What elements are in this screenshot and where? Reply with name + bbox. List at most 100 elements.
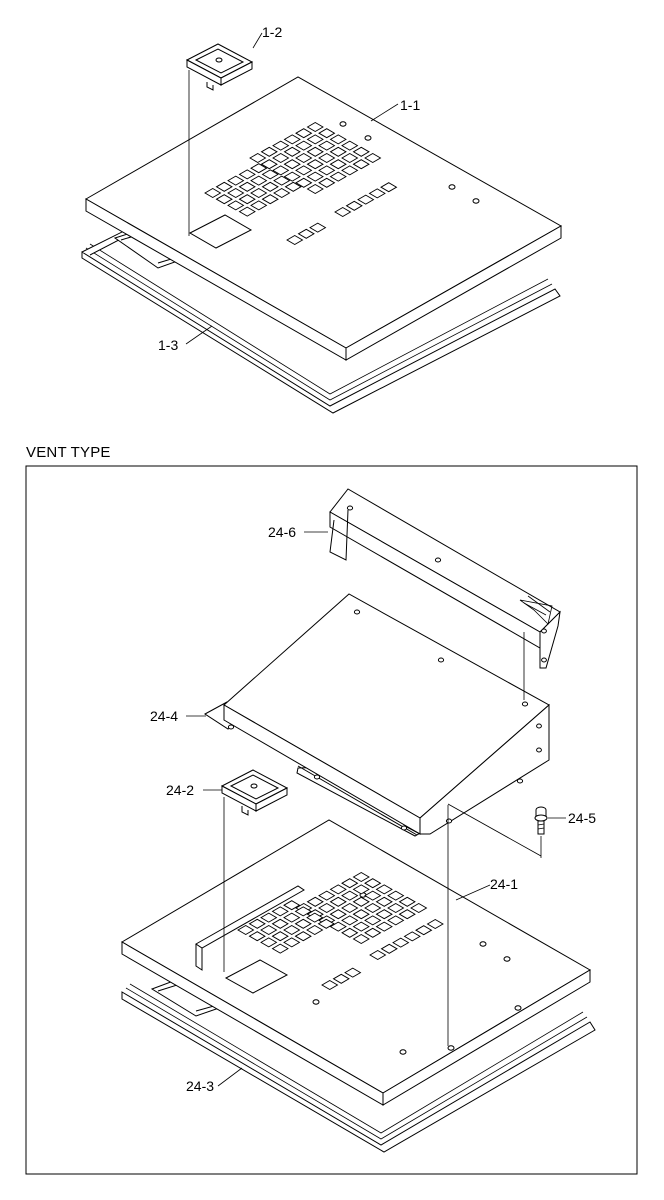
key-cap [306, 896, 324, 907]
key-cap [306, 924, 324, 936]
screw-24-5 [534, 806, 548, 835]
key-cap [306, 912, 324, 923]
key-cap [364, 927, 382, 938]
key-cap [295, 152, 313, 164]
key-cap [357, 194, 375, 205]
key-cap [283, 146, 301, 157]
key-cap [295, 140, 313, 151]
key-cap [260, 924, 278, 936]
key-cap [329, 884, 347, 895]
key-cap [329, 134, 347, 145]
key-cap [341, 152, 359, 164]
key-cap [273, 175, 291, 186]
key-cap [341, 165, 359, 176]
key-cap [352, 933, 370, 945]
key-cap [271, 906, 289, 917]
key-cap [341, 915, 359, 926]
key-cap [283, 924, 301, 936]
key-cap [392, 937, 410, 948]
key-cap [317, 918, 335, 929]
key-cap [238, 181, 256, 192]
label-24-2: 24-2 [166, 782, 194, 798]
key-cap [261, 169, 279, 180]
key-cap [318, 177, 336, 188]
panel-1-1 [84, 76, 563, 361]
key-cap [329, 171, 347, 182]
key-cap [306, 183, 324, 195]
key-cap [294, 906, 312, 917]
key-cap [283, 937, 301, 948]
key-cap [341, 902, 359, 914]
key-cap [227, 175, 245, 186]
key-cap [364, 902, 382, 914]
bezel-1-2 [185, 43, 254, 91]
key-cap [398, 896, 416, 907]
key-cap [249, 152, 267, 164]
key-cap [364, 152, 382, 164]
key-cap [297, 228, 315, 239]
key-cap [352, 909, 370, 920]
key-cap [283, 900, 301, 911]
key-cap [375, 909, 393, 920]
key-cap [272, 140, 290, 151]
key-cap [227, 200, 245, 211]
key-cap [261, 181, 279, 192]
key-cap [380, 943, 398, 954]
key-cap [345, 200, 363, 211]
key-cap [286, 234, 304, 246]
key-cap [272, 152, 290, 164]
label-1-1: 1-1 [400, 97, 420, 113]
key-cap [364, 878, 382, 889]
key-cap [352, 884, 370, 895]
key-cap [260, 937, 278, 948]
key-cap [261, 194, 279, 205]
key-cap [306, 146, 324, 157]
key-cap [352, 871, 370, 883]
key-cap [352, 146, 370, 157]
key-cap [215, 194, 233, 205]
label-24-6: 24-6 [268, 524, 296, 540]
key-cap [284, 181, 302, 192]
vent-hood-24-4 [204, 593, 550, 837]
vent-type-title: VENT TYPE [26, 444, 111, 461]
key-cap [352, 896, 370, 907]
key-cap [387, 902, 405, 914]
key-cap [238, 194, 256, 205]
key-cap [318, 152, 336, 164]
key-cap [368, 188, 386, 199]
key-cap [250, 187, 268, 199]
top-assembly: 1-2 1-1 1-3 [81, 24, 563, 414]
bracket-24-6 [329, 488, 561, 669]
key-cap [318, 890, 336, 901]
key-cap [295, 177, 313, 188]
key-cap [329, 146, 347, 157]
key-cap [306, 121, 324, 133]
key-cap [364, 890, 382, 901]
key-cap [387, 915, 405, 926]
key-cap [344, 967, 362, 978]
key-cap [306, 159, 324, 170]
key-cap [375, 896, 393, 907]
key-cap [364, 915, 382, 926]
label-24-1: 24-1 [490, 876, 518, 892]
key-cap [237, 924, 255, 936]
key-cap [271, 918, 289, 929]
vent-assembly: 24-6 24-4 24-2 24-5 24-1 24-3 [121, 488, 596, 1153]
key-cap [318, 902, 336, 914]
label-1-2: 1-2 [262, 24, 282, 40]
panel-24-1 [121, 819, 591, 1106]
key-cap [283, 134, 301, 145]
key-cap [215, 181, 233, 192]
key-cap [332, 973, 350, 984]
key-cap [369, 949, 387, 961]
key-cap [250, 200, 268, 211]
key-cap [415, 925, 433, 936]
key-cap [250, 163, 268, 174]
label-24-4: 24-4 [150, 708, 178, 724]
key-cap [321, 979, 339, 991]
key-cap [410, 902, 428, 914]
key-cap [248, 931, 266, 942]
bezel-24-2 [220, 769, 289, 816]
key-cap [387, 890, 405, 901]
key-cap [329, 909, 347, 920]
